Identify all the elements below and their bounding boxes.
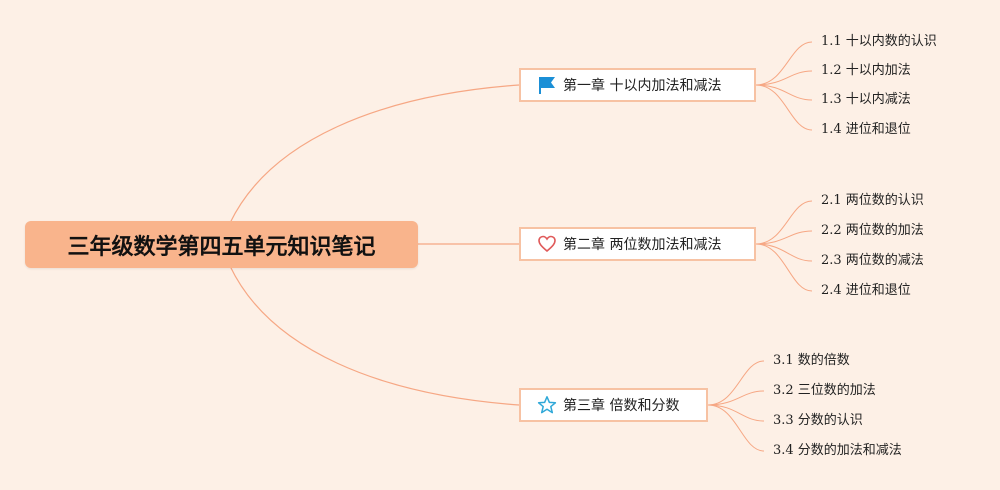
leaf-2-4[interactable]: 2.4 进位和退位: [821, 283, 911, 298]
connector-root-ch3: [229, 265, 520, 406]
leaf-2-3[interactable]: 2.3 两位数的减法: [821, 253, 924, 268]
leaf-1-4[interactable]: 1.4 进位和退位: [821, 122, 911, 137]
connector-root-ch1: [229, 84, 520, 224]
leaf-1-2[interactable]: 1.2 十以内加法: [821, 63, 911, 78]
leaf-3-2[interactable]: 3.2 三位数的加法: [773, 383, 876, 398]
leaf-1-3[interactable]: 1.3 十以内减法: [821, 92, 911, 107]
chapter-label-1: 第一章 十以内加法和减法: [563, 78, 722, 94]
leaf-3-1[interactable]: 3.1 数的倍数: [773, 353, 850, 368]
star-icon: [537, 395, 557, 415]
flag-icon: [537, 75, 557, 95]
chapter-node-2[interactable]: 第二章 两位数加法和减法: [519, 227, 756, 261]
connectors-ch3: [707, 360, 765, 452]
leaf-1-1[interactable]: 1.1 十以内数的认识: [821, 34, 937, 49]
heart-icon: [537, 234, 557, 254]
chapter-node-3[interactable]: 第三章 倍数和分数: [519, 388, 708, 422]
leaf-2-1[interactable]: 2.1 两位数的认识: [821, 193, 924, 208]
connectors-ch2: [755, 200, 813, 292]
chapter-label-3: 第三章 倍数和分数: [563, 398, 680, 414]
connectors-ch1: [755, 41, 813, 131]
root-node-title[interactable]: 三年级数学第四五单元知识笔记: [25, 221, 418, 268]
chapter-node-1[interactable]: 第一章 十以内加法和减法: [519, 68, 756, 102]
leaf-3-3[interactable]: 3.3 分数的认识: [773, 413, 863, 428]
leaf-2-2[interactable]: 2.2 两位数的加法: [821, 223, 924, 238]
leaf-3-4[interactable]: 3.4 分数的加法和减法: [773, 443, 902, 458]
chapter-label-2: 第二章 两位数加法和减法: [563, 237, 722, 253]
